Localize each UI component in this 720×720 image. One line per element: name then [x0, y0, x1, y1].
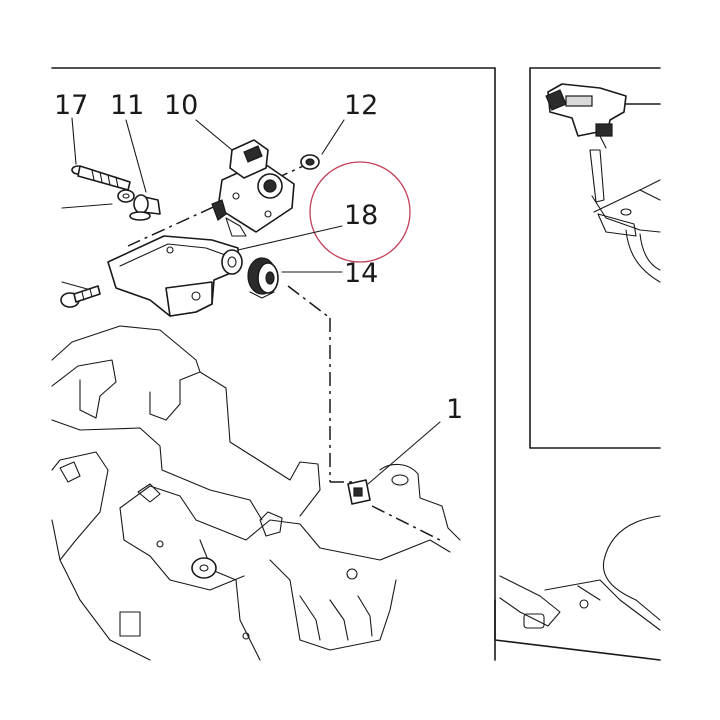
callout-18: 18 [344, 200, 378, 231]
leader-lines [61, 117, 441, 485]
inset-sensor [545, 83, 661, 283]
callout-labels: 17 11 10 12 18 14 1 [54, 90, 463, 425]
bracket-part-18 [107, 235, 243, 317]
bushing-part-11 [117, 189, 161, 221]
main-panel-frame [51, 67, 496, 661]
bolt-part-17 [71, 165, 131, 191]
callout-17: 17 [54, 90, 88, 121]
bolt-lower [60, 285, 101, 308]
gear-part-14 [247, 257, 279, 299]
inset-panel-bottom-right [494, 515, 661, 661]
callout-12: 12 [344, 90, 378, 121]
callout-14: 14 [344, 258, 378, 289]
clip-part-1 [347, 479, 371, 505]
sensor-part-10 [211, 139, 295, 237]
callout-1: 1 [446, 394, 463, 425]
seat-base-housing [51, 325, 461, 661]
inset-panel-top-right [529, 67, 661, 449]
callout-11: 11 [110, 90, 144, 121]
highlight-circle [309, 161, 411, 263]
callout-10: 10 [164, 90, 198, 121]
washer-part-12 [300, 154, 320, 170]
inset-seat-fragment [499, 515, 661, 631]
